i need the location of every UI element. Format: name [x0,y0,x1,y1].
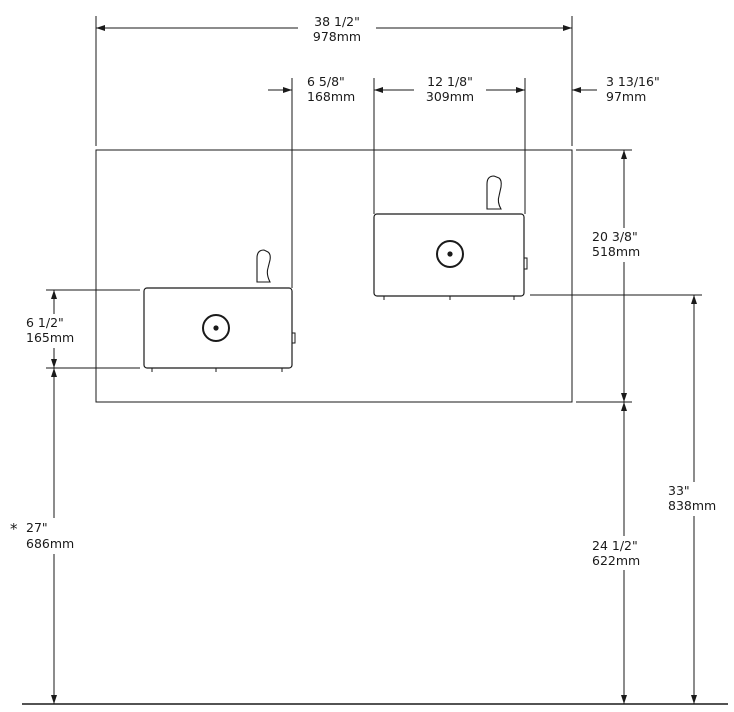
high-rim-height-imperial: 33" [668,483,690,498]
overall-width-metric: 978mm [313,29,361,44]
low-rim-height-metric: 686mm [26,536,74,551]
unit-width-metric: 309mm [426,89,474,104]
high-rim-height-metric: 838mm [668,498,716,513]
mounting-panel [95,149,573,403]
panel-bottom-imperial: 24 1/2" [592,538,638,553]
low-rim-asterisk: * [10,520,18,538]
right-offset-metric: 97mm [606,89,646,104]
left-offset-imperial: 6 5/8" [307,74,345,89]
right-offset-imperial: 3 13/16" [606,74,660,89]
low-fountain-unit [143,249,296,372]
low-rim-height-imperial: 27" [26,520,48,535]
panel-height-metric: 518mm [592,244,640,259]
low-unit-height-metric: 165mm [26,330,74,345]
low-unit-height-imperial: 6 1/2" [26,315,64,330]
overall-width-imperial: 38 1/2" [314,14,360,29]
panel-bottom-metric: 622mm [592,553,640,568]
panel-height-imperial: 20 3/8" [592,229,638,244]
left-offset-metric: 168mm [307,89,355,104]
high-fountain-unit [373,175,528,300]
unit-width-imperial: 12 1/8" [427,74,473,89]
